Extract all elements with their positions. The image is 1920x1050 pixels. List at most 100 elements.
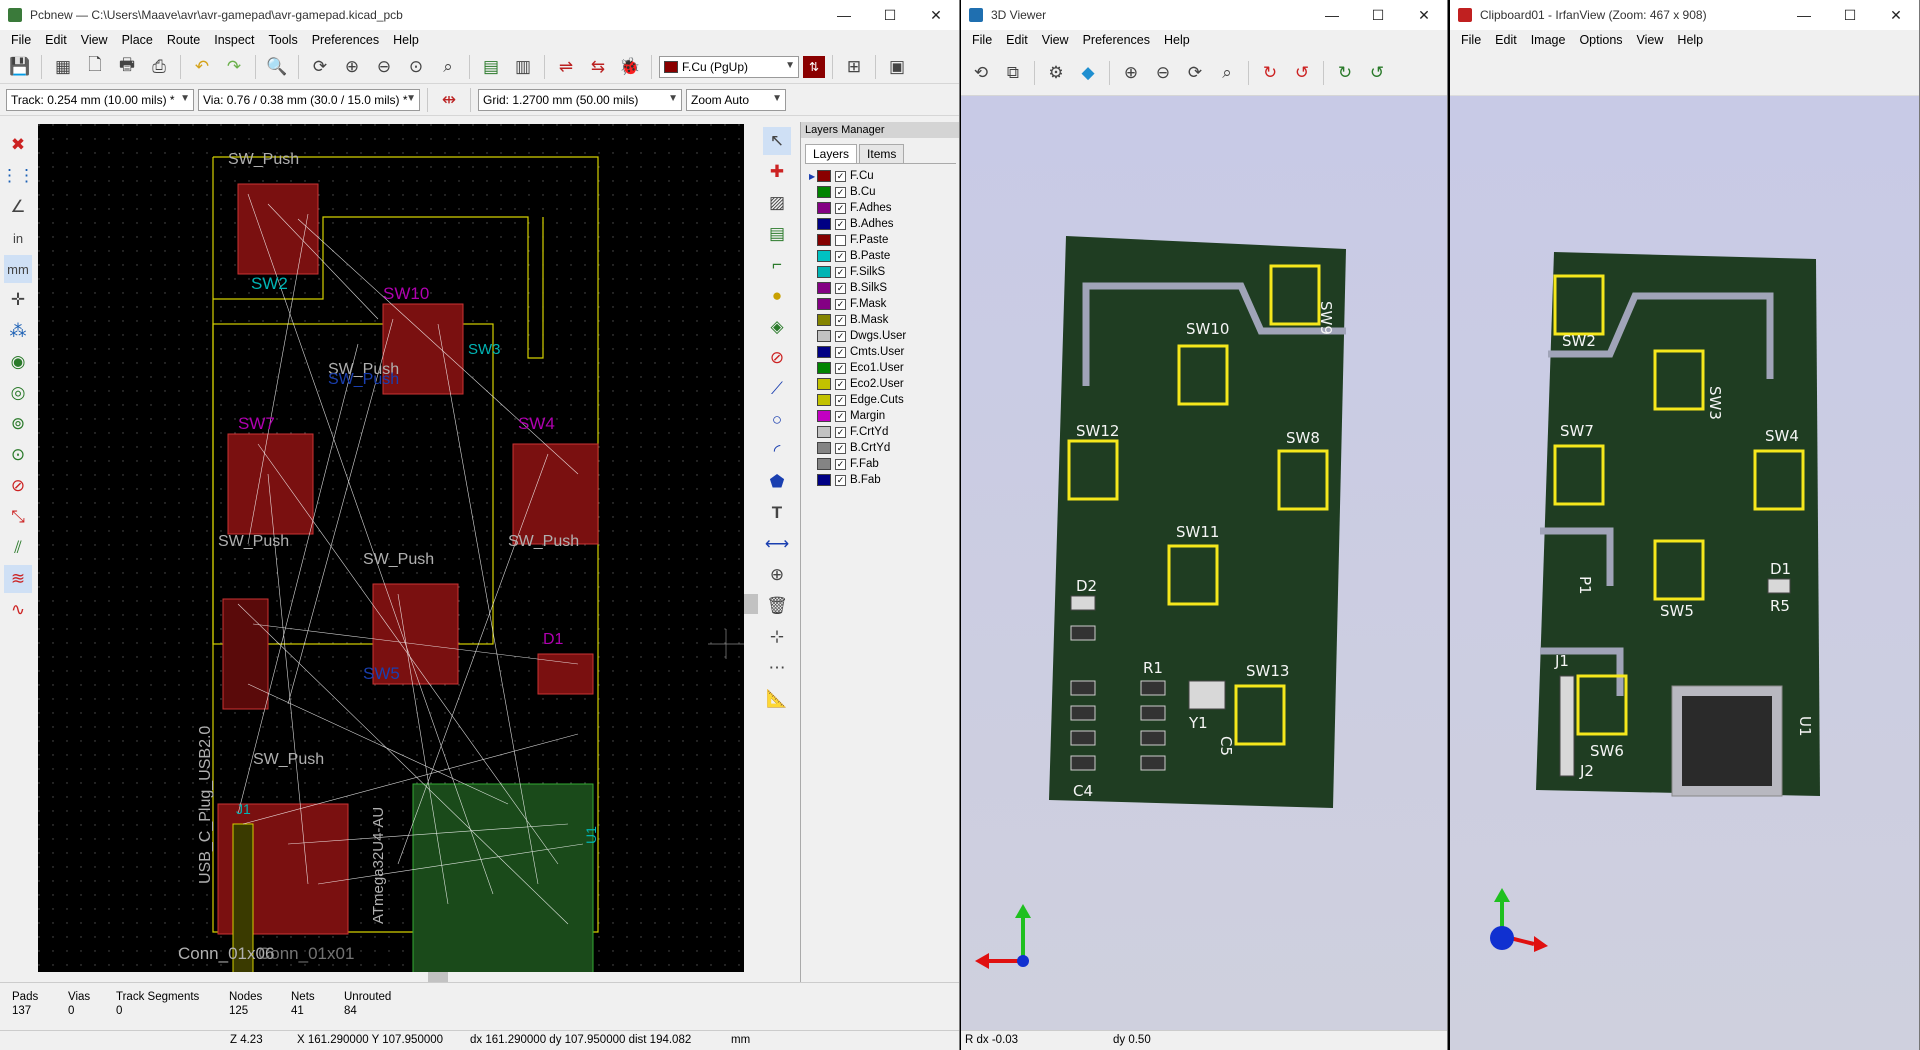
layer-row[interactable]: ✓Cmts.User xyxy=(801,344,959,360)
layer-visibility-checkbox[interactable]: ✓ xyxy=(835,170,846,182)
rotate-y-icon[interactable]: ↻ xyxy=(1337,62,1353,82)
layer-color-swatch[interactable] xyxy=(817,474,831,486)
menu-file[interactable]: File xyxy=(1461,33,1482,47)
netlist-icon[interactable]: ⇌ xyxy=(558,56,574,76)
grid-select[interactable]: Grid: 1.2700 mm (50.00 mils) ▼ xyxy=(478,88,682,111)
layer-visibility-checkbox[interactable]: ✓ xyxy=(835,314,846,326)
layer-color-swatch[interactable] xyxy=(817,442,831,454)
redraw-icon[interactable]: ⟳ xyxy=(1187,62,1203,82)
add-footprint-icon[interactable]: ▤ xyxy=(768,224,786,243)
polar-coords-icon[interactable]: ∠ xyxy=(10,197,26,216)
menu-edit[interactable]: Edit xyxy=(45,33,67,47)
menu-image[interactable]: Image xyxy=(1530,33,1566,47)
zone-sketch-icon[interactable]: ⊚ xyxy=(10,414,26,433)
add-dimension-icon[interactable]: ⟷ xyxy=(764,534,790,553)
zone-fill-icon[interactable]: ◉ xyxy=(10,352,26,371)
settings-icon[interactable]: ⚙ xyxy=(1048,62,1064,82)
via-sketch-icon[interactable]: ⊘ xyxy=(10,476,26,495)
layer-visibility-checkbox[interactable] xyxy=(835,234,846,246)
close-button[interactable]: ✕ xyxy=(930,6,942,23)
irfanview-image[interactable]: SW2 SW3 SW7 SW4 P1 SW5 D1 R5 J1 SW6 J2 U… xyxy=(1450,96,1919,1050)
print-icon[interactable]: 🖶 xyxy=(118,55,136,74)
layer-visibility-checkbox[interactable]: ✓ xyxy=(835,298,846,310)
pad-sketch-icon[interactable]: ⊙ xyxy=(10,445,26,464)
inch-units-button[interactable]: in xyxy=(12,230,24,246)
layer-row[interactable]: ✓B.Cu xyxy=(801,184,959,200)
layer-color-swatch[interactable] xyxy=(817,458,831,470)
layer-row[interactable]: ✓F.SilkS xyxy=(801,264,959,280)
minimize-button[interactable]: — xyxy=(837,7,851,23)
track-sketch-icon[interactable]: ⤡ xyxy=(11,507,25,526)
ratsnest-icon[interactable]: ⁂ xyxy=(9,321,27,340)
pcbnew-titlebar[interactable]: Pcbnew — C:\Users\Maave\avr\avr-gamepad\… xyxy=(0,0,959,30)
grid-toggle-icon[interactable]: ⋮⋮ xyxy=(1,166,35,185)
viewer3d-titlebar[interactable]: 3D Viewer — ☐ ✕ xyxy=(961,0,1447,30)
add-zone-icon[interactable]: ◈ xyxy=(770,317,784,336)
add-arc-icon[interactable]: ◜ xyxy=(773,441,781,460)
layer-visibility-checkbox[interactable]: ✓ xyxy=(835,378,846,390)
find-icon[interactable]: 🔍 xyxy=(266,56,288,76)
layer-visibility-checkbox[interactable]: ✓ xyxy=(835,282,846,294)
plot-icon[interactable]: ⎙ xyxy=(152,56,166,76)
layer-row[interactable]: ✓Dwgs.User xyxy=(801,328,959,344)
menu-preferences[interactable]: Preferences xyxy=(311,33,380,47)
layer-row[interactable]: ✓F.CrtYd xyxy=(801,424,959,440)
menu-view[interactable]: View xyxy=(1041,33,1069,47)
layer-row[interactable]: ✓Edge.Cuts xyxy=(801,392,959,408)
layer-color-swatch[interactable] xyxy=(817,410,831,422)
layer-color-swatch[interactable] xyxy=(817,186,831,198)
layer-visibility-checkbox[interactable]: ✓ xyxy=(835,266,846,278)
pcb-vertical-scrollbar[interactable] xyxy=(744,124,758,972)
layer-color-swatch[interactable] xyxy=(817,378,831,390)
layer-row[interactable]: ✓B.Fab xyxy=(801,472,959,488)
auto-track-width-icon[interactable]: ⇹ xyxy=(441,89,457,109)
rotate-y-ccw-icon[interactable]: ↺ xyxy=(1369,62,1385,82)
layer-row[interactable]: ✓B.CrtYd xyxy=(801,440,959,456)
layer-visibility-checkbox[interactable]: ✓ xyxy=(835,330,846,342)
layer-color-swatch[interactable] xyxy=(817,362,831,374)
add-via-icon[interactable]: ● xyxy=(771,286,783,305)
minimize-button[interactable]: — xyxy=(1797,7,1811,23)
menu-inspect[interactable]: Inspect xyxy=(214,33,255,47)
layer-pair-icon[interactable]: ⇅ xyxy=(803,55,825,78)
layer-visibility-checkbox[interactable]: ✓ xyxy=(835,218,846,230)
update-pcb-icon[interactable]: ⇆ xyxy=(590,56,606,76)
delete-icon[interactable]: 🗑 xyxy=(766,596,788,615)
autoplace-icon[interactable]: ⊞ xyxy=(846,56,862,76)
maximize-button[interactable]: ☐ xyxy=(1843,6,1857,23)
layer-color-swatch[interactable] xyxy=(817,250,831,262)
pcb-canvas[interactable]: SW_Push SW2 SW10 SW_Push SW_Push SW3 SW7… xyxy=(38,124,744,985)
scripting-console-icon[interactable]: ▣ xyxy=(888,56,906,76)
add-keepout-icon[interactable]: ⊘ xyxy=(769,348,785,367)
close-button[interactable]: ✕ xyxy=(1890,6,1902,23)
layer-visibility-checkbox[interactable]: ✓ xyxy=(835,426,846,438)
layer-visibility-checkbox[interactable]: ✓ xyxy=(835,410,846,422)
close-button[interactable]: ✕ xyxy=(1418,6,1430,23)
render-mode-icon[interactable]: ◆ xyxy=(1081,62,1095,82)
cursor-shape-icon[interactable]: ✛ xyxy=(10,290,26,309)
drc-marker-icon[interactable]: ✖ xyxy=(10,135,26,154)
menu-edit[interactable]: Edit xyxy=(1495,33,1517,47)
page-settings-icon[interactable]: 🗋 xyxy=(88,55,102,74)
undo-icon[interactable]: ↶ xyxy=(194,56,210,76)
layer-color-swatch[interactable] xyxy=(817,202,831,214)
high-contrast-icon[interactable]: ⫽ xyxy=(14,538,22,557)
redo-icon[interactable]: ↷ xyxy=(226,56,242,76)
layer-color-swatch[interactable] xyxy=(817,282,831,294)
layer-row[interactable]: ✓B.Paste xyxy=(801,248,959,264)
tab-items[interactable]: Items xyxy=(859,144,905,163)
zoom-in-icon[interactable]: ⊕ xyxy=(344,56,360,76)
mm-units-button[interactable]: mm xyxy=(4,255,32,283)
layer-row[interactable]: F.Paste xyxy=(801,232,959,248)
via-size-select[interactable]: Via: 0.76 / 0.38 mm (30.0 / 15.0 mils) *… xyxy=(198,88,420,111)
add-target-icon[interactable]: ⊕ xyxy=(769,565,785,584)
menu-options[interactable]: Options xyxy=(1579,33,1623,47)
layer-color-swatch[interactable] xyxy=(817,234,831,246)
layer-color-swatch[interactable] xyxy=(817,426,831,438)
layer-color-swatch[interactable] xyxy=(817,218,831,230)
board-setup-icon[interactable]: ▦ xyxy=(54,56,72,76)
menu-place[interactable]: Place xyxy=(121,33,153,47)
zoom-out-icon[interactable]: ⊖ xyxy=(376,56,392,76)
layer-visibility-checkbox[interactable]: ✓ xyxy=(835,186,846,198)
layer-visibility-checkbox[interactable]: ✓ xyxy=(835,458,846,470)
